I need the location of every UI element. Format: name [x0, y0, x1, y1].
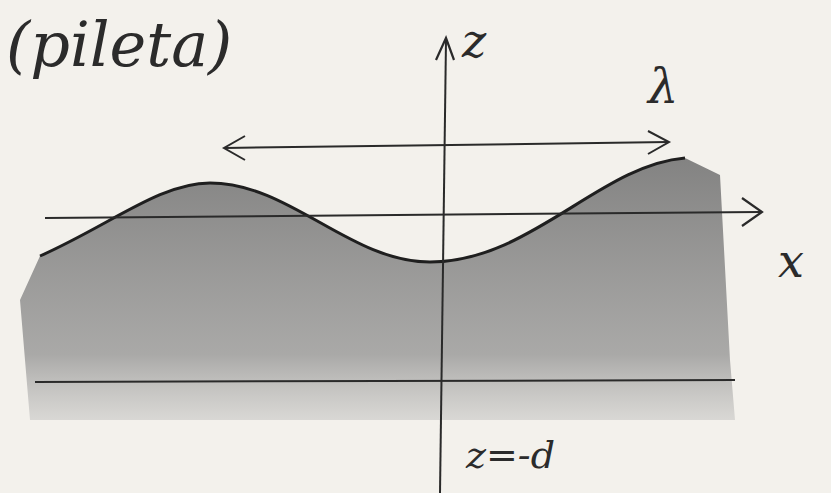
- depth-label: z=-d: [466, 436, 555, 474]
- x-arrowhead: [742, 198, 762, 226]
- wavelength-arrow: [225, 142, 668, 148]
- water-shading: [20, 158, 735, 420]
- z-axis: [440, 40, 446, 493]
- arrowhead-left: [224, 136, 245, 160]
- bottom-line: [35, 380, 735, 382]
- x-axis: [45, 212, 760, 218]
- z-arrowhead: [436, 38, 454, 60]
- axis-label: z: [462, 18, 486, 64]
- wavelength-label: λ: [648, 62, 678, 110]
- axis-label: x: [778, 238, 804, 284]
- wave-surface: [40, 158, 685, 262]
- arrowhead-right: [648, 131, 669, 154]
- title-note: (pileta): [6, 14, 232, 76]
